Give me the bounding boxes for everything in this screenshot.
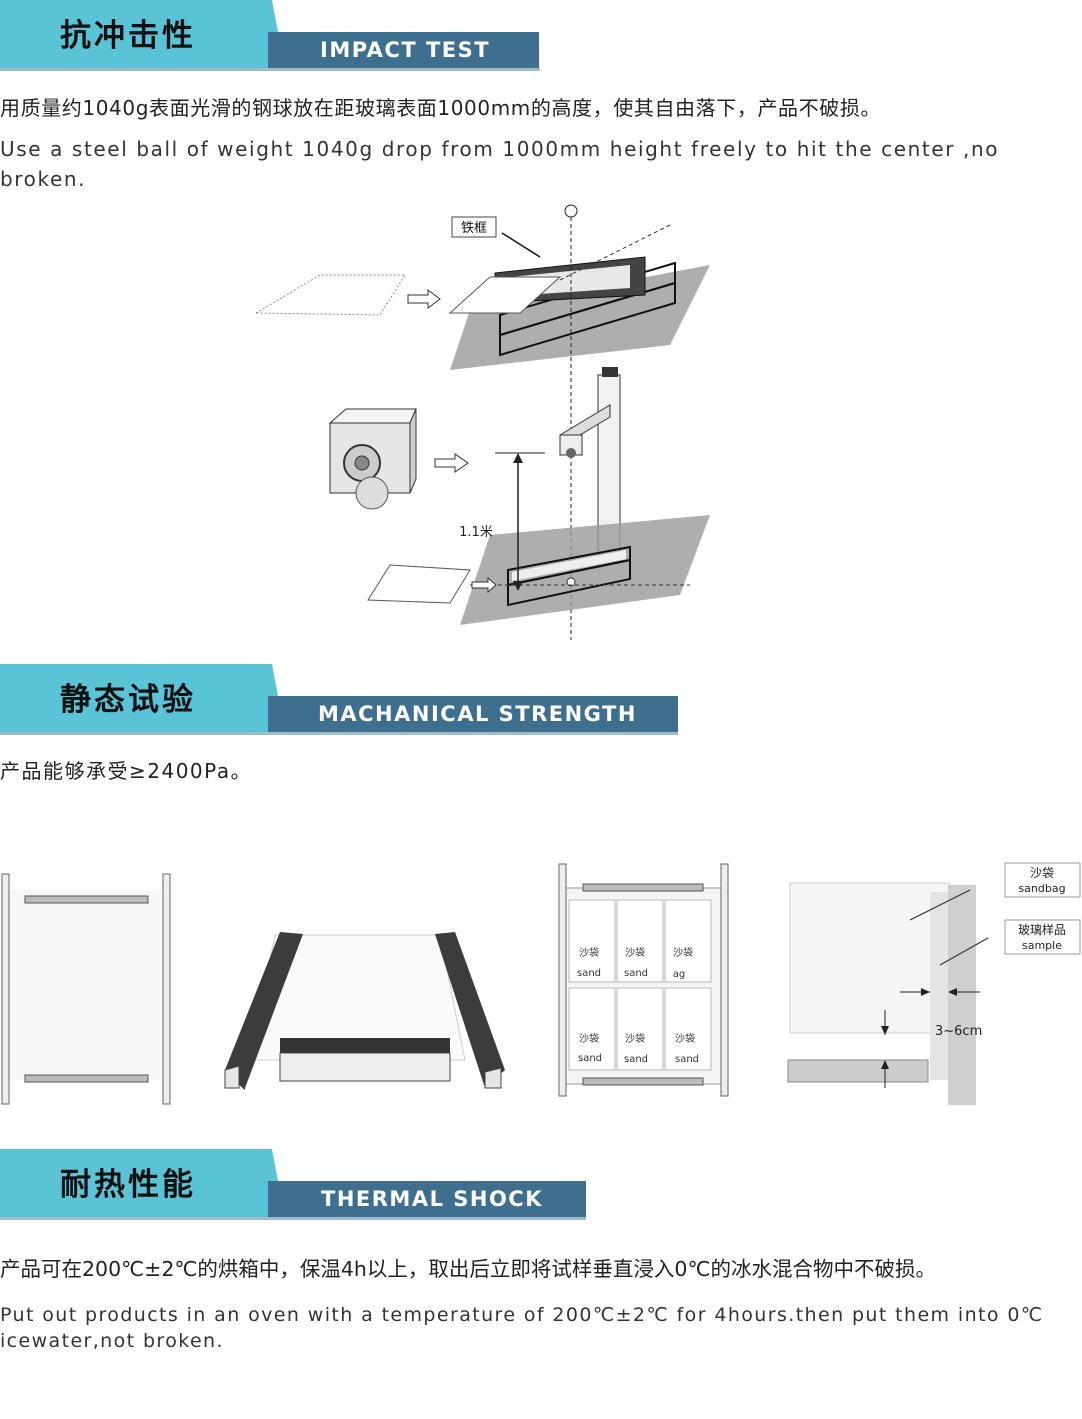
sample-callout-cn: 玻璃样品 (1018, 922, 1066, 937)
impact-test-diagram: 铁框 1.1米 (254, 204, 710, 640)
bag-label-en: sand (578, 1053, 602, 1064)
bag-label-en: sand (624, 968, 648, 979)
impact-section: 抗冲击性 IMPACT TEST (0, 0, 1082, 72)
bag-label-cn: 沙袋 (673, 946, 693, 959)
mechanical-desc-cn: 产品能够承受≥2400Pa。 (0, 759, 253, 783)
support-diagram (224, 932, 505, 1090)
bag-label-en: sand (577, 968, 601, 979)
mechanical-title-cn: 静态试验 (0, 664, 270, 732)
mechanical-header: 静态试验 MACHANICAL STRENGTH (0, 664, 1082, 736)
bag-label-cn: 沙袋 (579, 946, 599, 959)
sandbag-callout-cn: 沙袋 (1030, 866, 1054, 880)
frame-label-box (451, 216, 497, 238)
impact-title-cn: 抗冲击性 (0, 0, 270, 68)
bag-label-cn: 沙袋 (579, 1032, 599, 1045)
mechanical-section: 静态试验 MACHANICAL STRENGTH (0, 664, 1082, 736)
bag-label-cn: 沙袋 (625, 1032, 645, 1045)
thermal-section: 耐热性能 THERMAL SHOCK (0, 1149, 1082, 1221)
bag-label-en: sand (675, 1054, 699, 1065)
height-label: 1.1米 (459, 525, 493, 540)
frame-diagram (1, 873, 171, 1105)
bag-label-en: sand (624, 1054, 648, 1065)
thermal-desc-en: Put out products in an oven with a tempe… (0, 1304, 1044, 1352)
impact-title-en: IMPACT TEST (268, 32, 539, 69)
thermal-desc-cn: 产品可在200℃±2℃的烘箱中，保温4h以上，取出后立即将试样垂直浸入0℃的冰水… (0, 1257, 936, 1281)
impact-desc-cn: 用质量约1040g表面光滑的钢球放在距玻璃表面1000mm的高度，使其自由落下，… (0, 96, 882, 120)
mechanical-title-en: MACHANICAL STRENGTH (268, 696, 678, 733)
sample-callout-box (1004, 919, 1081, 955)
bag-label-en: ag (673, 969, 685, 980)
side-view-diagram: 沙袋 sandbag 玻璃样品 sample 3~6cm (787, 862, 1081, 1105)
bag-label-cn: 沙袋 (675, 1032, 695, 1045)
bag-label-cn: 沙袋 (625, 946, 645, 959)
frame-label: 铁框 (461, 221, 487, 236)
impact-header: 抗冲击性 IMPACT TEST (0, 0, 1082, 72)
impact-desc-en: Use a steel ball of weight 1040g drop fr… (0, 137, 1000, 191)
sandbag-callout-box (1004, 862, 1081, 898)
dimension-label: 3~6cm (935, 1024, 982, 1039)
thermal-title-en: THERMAL SHOCK (268, 1181, 586, 1218)
sandbag-diagram: 沙袋 沙袋 沙袋 sand sand ag 沙袋 沙袋 沙袋 sand sand… (558, 863, 729, 1097)
thermal-header: 耐热性能 THERMAL SHOCK (0, 1149, 1082, 1221)
thermal-title-cn: 耐热性能 (0, 1149, 270, 1217)
sample-callout-en: sample (1022, 939, 1062, 952)
sandbag-callout-en: sandbag (1018, 882, 1065, 895)
